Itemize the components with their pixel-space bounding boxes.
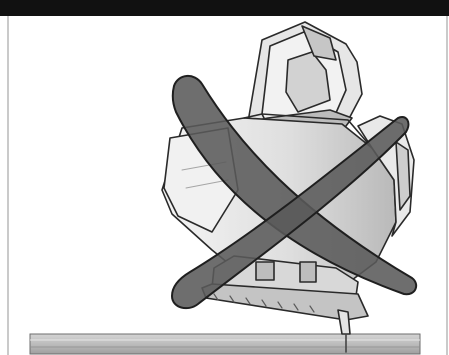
top-bar [0, 0, 449, 16]
workpiece-board [30, 334, 420, 354]
